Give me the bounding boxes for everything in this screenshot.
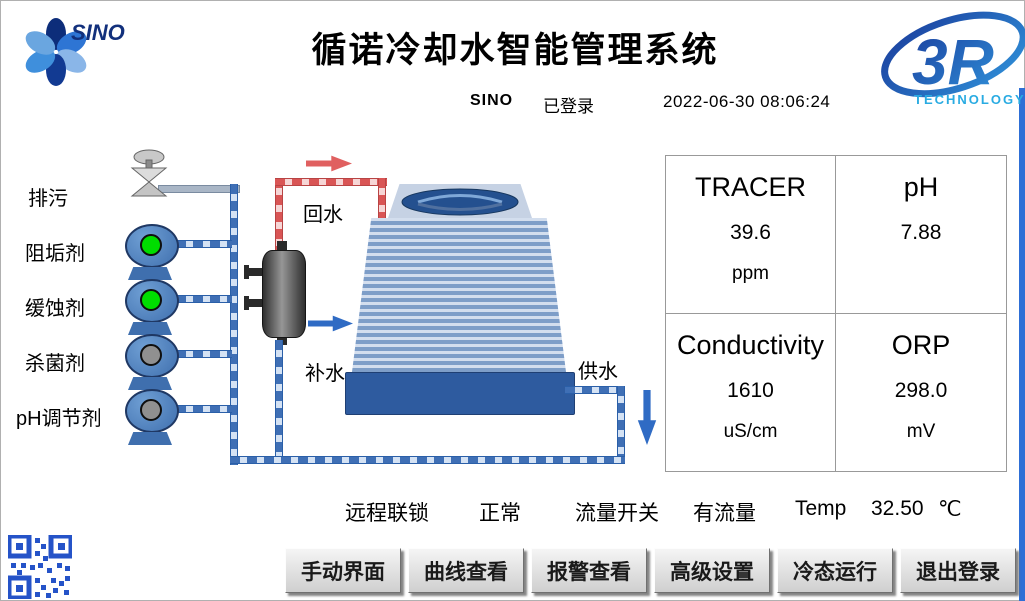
supply-flow-arrow-icon [637, 390, 657, 445]
pump-corrosion-inhibitor [122, 279, 179, 337]
reading-unit: ppm [732, 263, 769, 284]
makeup-pipe-vertical [275, 340, 283, 462]
drain-pipe [158, 185, 240, 193]
pump-discharge-pipe-3 [176, 350, 232, 358]
pump-base [128, 322, 172, 335]
temperature-value: 32.50 [871, 497, 924, 520]
vessel-top-nozzle [277, 241, 287, 251]
reading-name: Conductivity [676, 329, 825, 360]
pump-biocide [122, 334, 179, 392]
vessel-flange-cap [244, 296, 249, 310]
reading-unit: uS/cm [723, 420, 778, 442]
supply-water-label: 供水 [578, 361, 618, 383]
reading-tracer: TRACER 39.6 ppm [666, 156, 836, 314]
reading-value: 7.88 [900, 221, 942, 244]
flow-switch-label: 流量开关 [575, 502, 659, 525]
supply-pipe-horizontal [565, 386, 623, 394]
bypass-vessel [262, 250, 306, 338]
vessel-flange-cap [244, 265, 249, 279]
reading-name: TRACER [694, 172, 806, 202]
cold-run-button[interactable]: 冷态运行 [777, 548, 893, 593]
sino-pinwheel-icon [25, 18, 87, 86]
reading-ph: pH 7.88 [836, 156, 1006, 314]
pump-status-indicator [140, 344, 162, 366]
return-water-pipe-horizontal [275, 178, 387, 186]
nav-button-bar: 手动界面 曲线查看 报警查看 高级设置 冷态运行 退出登录 [285, 548, 1016, 593]
chemical-header-pipe [230, 184, 238, 465]
reading-orp: ORP 298.0 mV [836, 314, 1006, 472]
return-water-pipe-drop [378, 178, 386, 220]
orbit-swoosh-icon [881, 11, 1025, 98]
scale-inhibitor-label: 阻垢剂 [25, 243, 85, 265]
temperature-unit: ℃ [938, 498, 962, 521]
flow-switch-value: 有流量 [693, 502, 756, 525]
reading-value: 39.6 [730, 221, 771, 244]
return-water-label: 回水 [303, 204, 343, 226]
reading-conductivity: Conductivity 1610 uS/cm [666, 313, 836, 471]
pump-status-indicator [140, 289, 162, 311]
pump-status-indicator [140, 399, 162, 421]
temperature-label: Temp [795, 497, 847, 520]
pump-discharge-pipe-4 [176, 405, 232, 413]
qr-code-icon [8, 535, 72, 599]
login-status: 已登录 [543, 97, 594, 116]
corrosion-inhibitor-label: 缓蚀剂 [25, 298, 85, 320]
page-title: 循诺冷却水智能管理系统 [311, 31, 719, 70]
pump-body [125, 224, 179, 268]
drain-label: 排污 [28, 188, 68, 210]
readings-panel: TRACER 39.6 ppm pH 7.88 Conductivity 161… [665, 155, 1007, 472]
pump-base [128, 432, 172, 445]
vessel-flange [248, 299, 263, 307]
vessel-flange [248, 268, 263, 276]
reading-value: 1610 [727, 378, 774, 402]
curve-view-button[interactable]: 曲线查看 [408, 548, 524, 593]
advanced-settings-button[interactable]: 高级设置 [654, 548, 770, 593]
alarm-view-button[interactable]: 报警查看 [531, 548, 647, 593]
pump-body [125, 279, 179, 323]
biocide-label: 杀菌剂 [25, 353, 85, 375]
pump-discharge-pipe-1 [176, 240, 232, 248]
3r-logo-text: 3R [912, 26, 994, 98]
3r-technology-logo: 3R TECHNOLOGY [881, 11, 1025, 107]
cooling-tower-body [352, 218, 566, 372]
datetime-display: 2022-06-30 08:06:24 [663, 92, 831, 111]
ph-adjuster-label: pH调节剂 [16, 408, 102, 430]
reading-name: ORP [891, 329, 951, 360]
makeup-water-label: 补水 [305, 363, 345, 385]
logged-in-user: SINO [470, 92, 514, 109]
reading-value: 298.0 [894, 378, 948, 402]
remote-interlock-value: 正常 [479, 502, 521, 525]
pump-status-indicator [140, 234, 162, 256]
pump-scale-inhibitor [122, 224, 179, 282]
return-flow-arrow-icon [306, 155, 352, 172]
pump-base [128, 267, 172, 280]
makeup-flow-arrow-icon [308, 315, 353, 332]
supply-pipe-vertical [617, 386, 625, 462]
remote-interlock-label: 远程联锁 [345, 502, 429, 525]
manual-screen-button[interactable]: 手动界面 [285, 548, 401, 593]
cooling-tower-basin [345, 372, 575, 415]
pump-discharge-pipe-2 [176, 295, 232, 303]
sino-logo-text: SINO [71, 20, 125, 45]
pump-ph-adjuster [122, 389, 179, 447]
pump-base [128, 377, 172, 390]
reading-unit: mV [906, 420, 936, 442]
logout-button[interactable]: 退出登录 [900, 548, 1016, 593]
return-water-pipe-left [275, 178, 283, 252]
sino-logo: SINO [25, 18, 125, 86]
reading-name: pH [903, 172, 939, 202]
right-edge-accent-bar [1019, 88, 1025, 601]
3r-logo-subtext: TECHNOLOGY [914, 92, 1025, 107]
drain-valve-icon [130, 149, 168, 197]
bottom-return-pipe [230, 456, 625, 464]
cooling-tower-fan-icon [401, 188, 519, 216]
